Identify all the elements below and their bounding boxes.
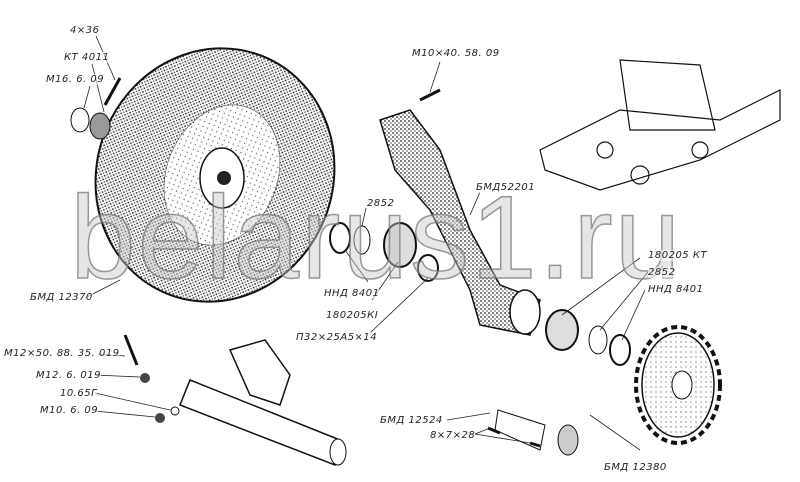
arm-bmd52201 (379, 88, 541, 336)
label-bmd12380: БМД 12380 (604, 462, 667, 473)
disc-bmd12370 (94, 47, 336, 303)
left-bearing-set (329, 222, 439, 282)
label-nut-m12: М12. 6. 019 (36, 370, 102, 381)
nut-washer-pin (70, 77, 122, 140)
label-bmd12524: БМД 12524 (380, 415, 443, 426)
label-nut-m16: М16. 6. 09 (46, 74, 105, 85)
label-bearing-180205-right: 180205 КТ (648, 250, 708, 261)
label-seal-nnd8401-right: ННД 8401 (648, 284, 704, 295)
label-pin-4x36: 4×36 (70, 25, 100, 36)
sprocket-bmd12380 (634, 325, 722, 445)
label-kt4011: КТ 4011 (64, 52, 110, 63)
machine-overview (539, 59, 781, 191)
shaft-bmd12524 (487, 409, 579, 456)
label-nut-m10: М10. 6. 09 (40, 405, 99, 416)
label-bmd52201: БМД52201 (476, 182, 536, 193)
bracket-and-tube (123, 334, 347, 467)
label-key-8x7x28: 8×7×28 (430, 430, 476, 441)
label-ring-2852-left: 2852 (367, 198, 395, 209)
watermark: belarus1.ru (69, 171, 683, 305)
label-bolt-m10-40: М10×40. 58. 09 (412, 48, 500, 59)
label-bushing-p32: П32×25А5×14 (296, 332, 378, 343)
label-washer-10-65g: 10.65Г (60, 388, 98, 399)
label-ring-2852-right: 2852 (648, 267, 676, 278)
label-bearing-180205-left: 180205КI (326, 310, 379, 321)
label-bmd12370: БМД 12370 (30, 292, 93, 303)
right-bearing-set (545, 309, 631, 366)
label-seal-nnd8401-left: ННД 8401 (324, 288, 380, 299)
label-bolt-m12-50: М12×50. 88. 35. 019 (4, 348, 120, 359)
